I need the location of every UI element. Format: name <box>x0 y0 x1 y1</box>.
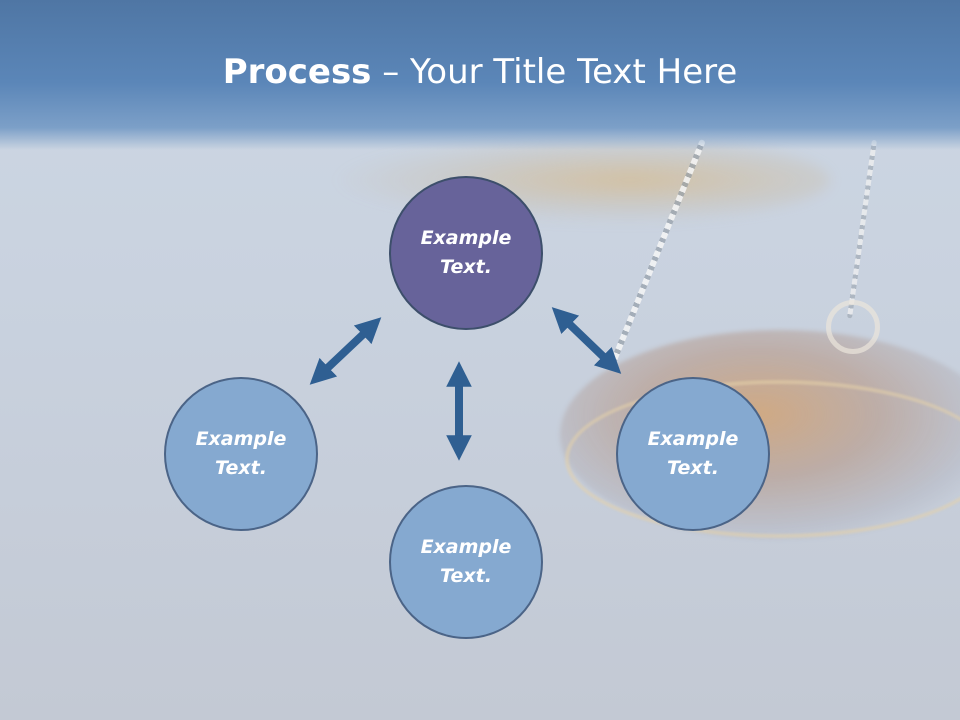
node-label: Example Text. <box>420 536 512 587</box>
arrow-top-right <box>551 307 622 374</box>
background-scale-rim <box>565 380 960 538</box>
node-label: Example Text. <box>420 227 512 278</box>
process-node-top[interactable]: Example Text. <box>389 176 543 330</box>
title-band <box>0 0 960 150</box>
node-label: Example Text. <box>195 428 287 479</box>
title-bold: Process <box>222 52 372 92</box>
process-node-right[interactable]: Example Text. <box>616 377 770 531</box>
title-rest: – Your Title Text Here <box>371 52 738 92</box>
background-ring <box>826 300 880 354</box>
process-node-left[interactable]: Example Text. <box>164 377 318 531</box>
slide-title: Process – Your Title Text Here <box>0 52 960 92</box>
process-node-bottom[interactable]: Example Text. <box>389 485 543 639</box>
arrow-top-left <box>309 317 382 385</box>
node-label: Example Text. <box>647 428 739 479</box>
